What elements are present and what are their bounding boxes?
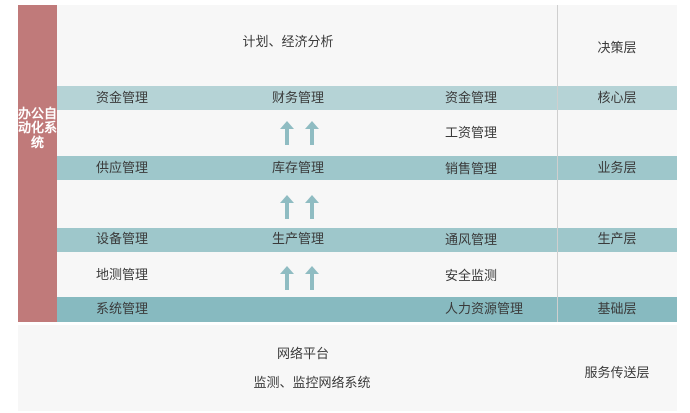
layer-label-foundation: 基础层 xyxy=(597,302,637,317)
up-arrow-icon xyxy=(280,266,294,290)
cell-finance: 财务管理 xyxy=(271,91,325,106)
band-production xyxy=(57,228,677,252)
cell-inventory: 库存管理 xyxy=(271,161,325,176)
bottom-panel xyxy=(18,325,677,411)
up-arrow-icon xyxy=(280,121,294,145)
up-arrow-icon xyxy=(280,195,294,219)
cell-survey: 地测管理 xyxy=(96,268,149,283)
up-arrow-icon xyxy=(305,195,319,219)
side-column xyxy=(18,5,57,322)
layer-divider xyxy=(557,5,558,322)
layer-label-production: 生产层 xyxy=(597,232,637,247)
layer-label-decision: 决策层 xyxy=(597,41,637,56)
cell-capital-right: 资金管理 xyxy=(445,91,498,106)
cell-equipment: 设备管理 xyxy=(96,232,149,247)
monitoring-network: 监测、监控网络系统 xyxy=(253,376,371,391)
cell-hr: 人力资源管理 xyxy=(445,302,524,317)
band-core xyxy=(57,86,677,110)
network-platform: 网络平台 xyxy=(276,347,330,362)
side-label: 办公自动化系统 xyxy=(18,107,58,151)
cell-safety-monitor: 安全监测 xyxy=(445,269,498,284)
cell-ventilation: 通风管理 xyxy=(445,233,498,248)
cell-system-mgmt: 系统管理 xyxy=(96,302,149,317)
up-arrow-icon xyxy=(305,266,319,290)
up-arrow-icon xyxy=(305,121,319,145)
layer-label-core: 核心层 xyxy=(597,91,637,106)
decision-text: 计划、经济分析 xyxy=(242,35,334,50)
band-business xyxy=(57,156,677,180)
cell-payroll: 工资管理 xyxy=(445,126,498,141)
layer-label-business: 业务层 xyxy=(597,161,637,176)
cell-supply: 供应管理 xyxy=(96,161,149,176)
band-foundation xyxy=(57,297,677,322)
cell-sales: 销售管理 xyxy=(445,162,498,177)
layer-label-service: 服务传送层 xyxy=(584,366,650,381)
cell-production: 生产管理 xyxy=(271,232,325,247)
cell-capital-left: 资金管理 xyxy=(96,91,149,106)
